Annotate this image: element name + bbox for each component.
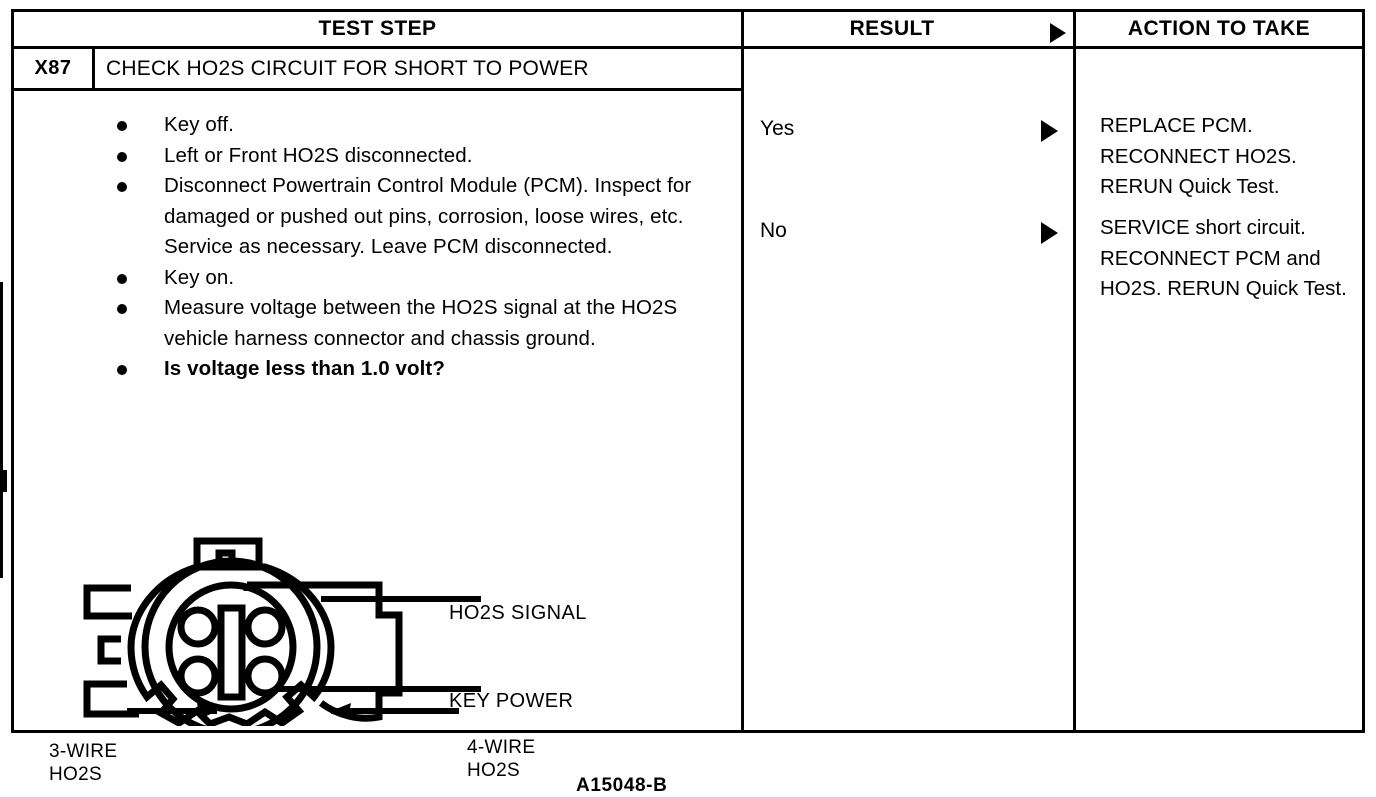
- list-item: Left or Front HO2S disconnected.: [109, 141, 724, 172]
- result-row-no: No: [760, 219, 1070, 244]
- callout-4-wire-line2: HO2S: [467, 760, 520, 781]
- callout-3-wire-line2: HO2S: [49, 764, 102, 785]
- bullet-dot-icon: [117, 273, 127, 284]
- callout-3-wire-ho2s: 3-WIRE HO2S: [49, 740, 117, 786]
- list-item-text: Key on.: [164, 265, 235, 289]
- bullet-dot-icon: [117, 151, 127, 162]
- column-divider-result: [741, 49, 744, 730]
- callout-4-wire-line1: 4-WIRE: [467, 737, 536, 758]
- diagnostic-table: TEST STEP RESULT ACTION TO TAKE X87 CHEC…: [11, 9, 1365, 796]
- leader-arrowhead-4wire: [331, 703, 351, 719]
- list-item-text: Is voltage less than 1.0 volt?: [164, 357, 445, 380]
- result-cell: Yes No: [744, 49, 1073, 730]
- list-item: Key on.: [109, 263, 724, 294]
- action-to-take-cell: REPLACE PCM. RECONNECT HO2S. RERUN Quick…: [1076, 49, 1362, 730]
- step-header-row: X87 CHECK HO2S CIRCUIT FOR SHORT TO POWE…: [14, 49, 741, 91]
- list-item: Key off.: [109, 110, 724, 141]
- list-item: Measure voltage between the HO2S signal …: [109, 293, 724, 354]
- bullet-dot-icon: [117, 304, 127, 314]
- step-title: CHECK HO2S CIRCUIT FOR SHORT TO POWER: [106, 56, 589, 80]
- callout-key-power: KEY POWER: [449, 690, 574, 712]
- test-step-bullet-list: Key off. Left or Front HO2S disconnected…: [109, 110, 724, 385]
- page-edge-artifact: [0, 282, 3, 578]
- column-divider-action: [1073, 49, 1076, 730]
- action-text-no: SERVICE short circuit. RECONNECT PCM and…: [1100, 216, 1347, 300]
- right-triangle-icon: [1041, 222, 1058, 244]
- result-row-yes: Yes: [760, 117, 1070, 142]
- header-divider-1: [741, 12, 744, 46]
- page-edge-artifact-nub: [0, 470, 7, 492]
- bullet-dot-icon: [117, 121, 127, 131]
- callout-4-wire-ho2s: 4-WIRE HO2S: [467, 736, 535, 782]
- list-item: Disconnect Powertrain Control Module (PC…: [109, 171, 724, 263]
- header-divider-2: [1073, 12, 1076, 46]
- column-header-test-step: TEST STEP: [318, 17, 437, 40]
- result-label-yes: Yes: [760, 117, 795, 140]
- scanned-page: TEST STEP RESULT ACTION TO TAKE X87 CHEC…: [0, 9, 1365, 796]
- list-item: Is voltage less than 1.0 volt?: [109, 354, 724, 385]
- list-item-text: Left or Front HO2S disconnected.: [164, 143, 473, 167]
- leader-arrowhead-3wire: [197, 703, 217, 719]
- ho2s-connector-diagram: HO2S SIGNAL KEY POWER 3-WIRE HO2S 4-WIRE…: [49, 471, 689, 785]
- callout-3-wire-line1: 3-WIRE: [49, 741, 118, 762]
- bullet-dot-icon: [117, 182, 127, 192]
- step-id-badge: X87: [14, 49, 95, 88]
- callout-ho2s-signal: HO2S SIGNAL: [449, 602, 587, 624]
- figure-id-label: A15048-B: [576, 775, 668, 796]
- right-triangle-icon: [1050, 23, 1066, 43]
- column-header-action-to-take: ACTION TO TAKE: [1127, 17, 1311, 40]
- list-item-text: Measure voltage between the HO2S signal …: [164, 296, 678, 350]
- column-header-result: RESULT: [849, 17, 935, 40]
- list-item-text: Disconnect Powertrain Control Module (PC…: [164, 174, 692, 258]
- test-step-cell: Key off. Left or Front HO2S disconnected…: [14, 91, 741, 796]
- result-label-no: No: [760, 219, 787, 242]
- list-item-text: Key off.: [164, 113, 234, 136]
- action-text-yes: REPLACE PCM. RECONNECT HO2S. RERUN Quick…: [1100, 114, 1297, 198]
- bullet-dot-icon: [117, 365, 127, 375]
- table-header-row: TEST STEP RESULT ACTION TO TAKE: [14, 12, 1362, 49]
- right-triangle-icon: [1041, 120, 1058, 142]
